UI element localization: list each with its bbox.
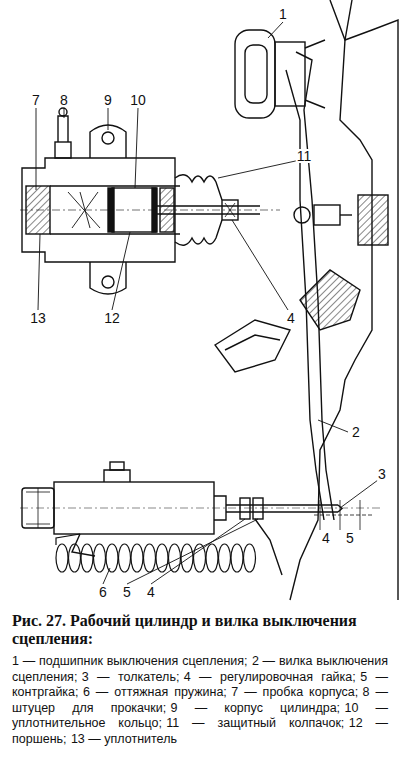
part-key: 11 — защитный колпачок; (166, 716, 344, 730)
spring-coil (169, 544, 181, 572)
callout-number: 13 (29, 311, 47, 325)
spring-coil (69, 544, 81, 572)
callout-number: 4 (321, 531, 331, 545)
spring-coil (119, 544, 131, 572)
callout-number: 6 (98, 585, 108, 599)
part-key: 7 — пробка корпуса; (231, 685, 358, 699)
spring-coil (194, 544, 206, 572)
figure-caption: Рис. 27. Рабочий цилиндр и вилка выключе… (12, 612, 388, 648)
part-key: 1 — подшипник выключения сцепления; (12, 654, 248, 668)
spring-coil (144, 544, 156, 572)
callout-number: 2 (351, 425, 361, 439)
part-key: 6 — оттяжная пружина; (83, 685, 227, 699)
spring-coil (131, 544, 143, 572)
spring-coil (244, 544, 256, 572)
spring-coil (106, 544, 118, 572)
callout-number: 1 (278, 7, 288, 21)
spring-coil (56, 544, 68, 572)
callout-number: 4 (286, 311, 296, 325)
callout-number: 8 (59, 93, 69, 107)
spring-coil (219, 544, 231, 572)
callout-number: 4 (146, 585, 156, 599)
part-key: 4 — регулировочная гайка; (184, 670, 356, 684)
callout-number: 5 (345, 531, 355, 545)
spring-coil (231, 544, 243, 572)
callout-number: 12 (103, 311, 121, 325)
callout-number: 9 (103, 93, 113, 107)
callout-number: 11 (296, 149, 313, 163)
spring-coil (181, 544, 193, 572)
callout-number: 7 (31, 93, 41, 107)
spring-coil (81, 544, 93, 572)
callout-number: 3 (377, 467, 387, 481)
clutch-illustration (0, 0, 400, 610)
spring-hook (56, 534, 80, 545)
part-key: 9 — корпус цилиндра; (171, 701, 340, 715)
spring-coil (156, 544, 168, 572)
part-key: 13 — уплотнитель (71, 732, 177, 746)
spring-coil (94, 544, 106, 572)
spring-coil (206, 544, 218, 572)
callout-number: 10 (129, 93, 147, 107)
part-key: 3 — толкатель; (82, 670, 180, 684)
callout-number: 5 (122, 585, 132, 599)
